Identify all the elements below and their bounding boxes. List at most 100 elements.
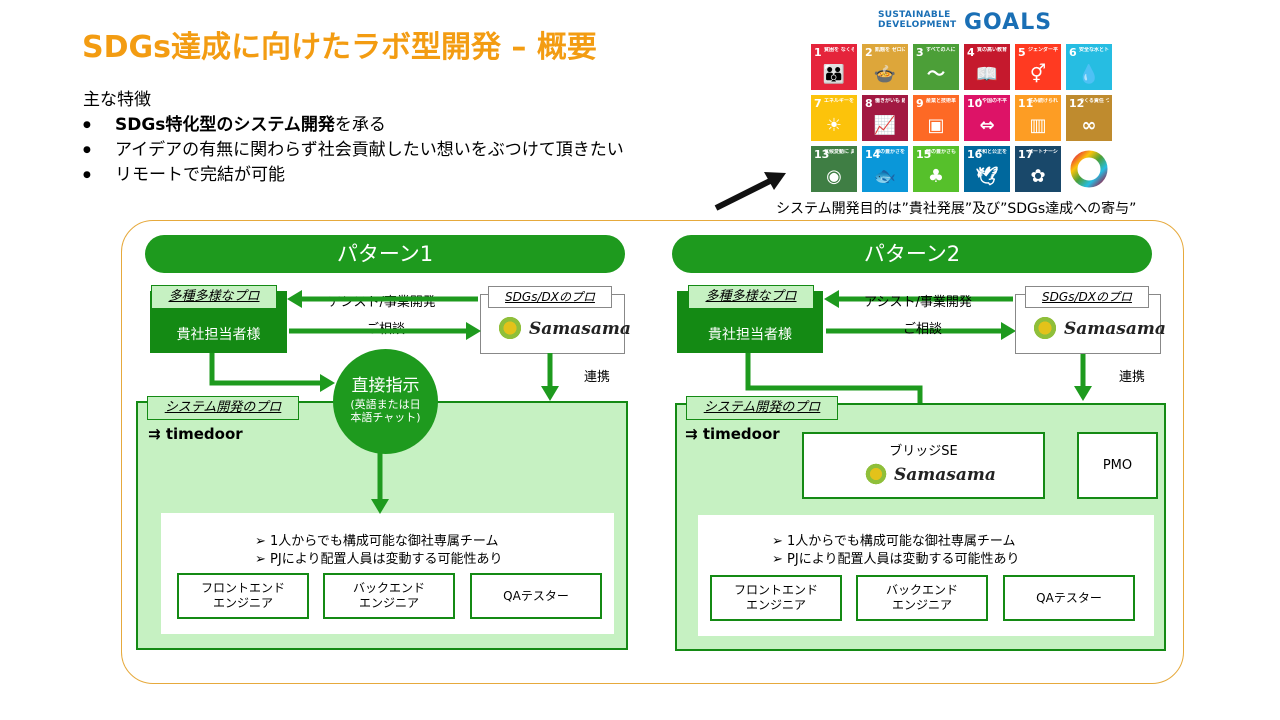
- feature-bold-text: SDGs特化型のシステム開発: [115, 115, 335, 135]
- sdg-tile-5: 5ジェンダー平等を 実現しよう ⚥: [1015, 44, 1061, 90]
- pattern1-pro-tag: SDGs/DXのプロ: [488, 286, 612, 308]
- link-label: 連携: [1119, 370, 1146, 385]
- assist-label: アシスト/事業開発: [328, 295, 436, 310]
- pointer-arrow: [714, 172, 786, 211]
- pattern2-client-tag: 多種多様なプロ: [688, 285, 814, 309]
- sdg-goal-5-icon: ⚥: [1029, 64, 1047, 85]
- timedoor-logo: ⇉ timedoor: [685, 425, 780, 443]
- team-bullet-text: 1人からでも構成可能な御社専属チーム: [270, 534, 499, 549]
- pattern2-team-box: ➢ 1人からでも構成可能な御社専属チーム ➢ PJにより配置人員は変動する可能性…: [698, 515, 1154, 636]
- sdg-tile-text: パートナーシップで 目標を達成しよう: [1028, 149, 1058, 155]
- sdg-tile-text: 働きがいも 経済成長も: [875, 98, 905, 104]
- patterns-frame: [121, 220, 1184, 684]
- sdg-goal-15-icon: ♣: [927, 166, 945, 187]
- sdg-goal-11-icon: ▥: [1029, 115, 1047, 136]
- role-qa: QAテスター: [470, 573, 602, 619]
- sdg-tile-text: 海の豊かさを 守ろう: [875, 149, 905, 155]
- sdg-tile-number: 14: [865, 148, 881, 161]
- sdg-goal-13-icon: ◉: [826, 166, 842, 187]
- sdg-tile-text: つくる責任 つかう責任: [1079, 98, 1109, 104]
- sdgs-caption: システム開発目的は”貴社発展”及び”SDGs達成への寄与”: [776, 201, 1137, 217]
- direct-subtitle: (英語または日本語チャット): [350, 398, 421, 424]
- sdg-goal-14-icon: 🐟: [873, 166, 897, 187]
- sdg-goal-1-icon: 👪: [822, 64, 846, 85]
- pattern1-client-tag: 多種多様なプロ: [151, 285, 277, 309]
- sdg-goal-9-icon: ▣: [927, 115, 945, 136]
- sdg-tile-number: 16: [967, 148, 983, 161]
- sdg-tile-text: エネルギーをみんなに そしてクリーンに: [824, 98, 854, 104]
- samasama-logo-icon: [864, 462, 888, 486]
- team-bullet-text: 1人からでも構成可能な御社専属チーム: [787, 534, 1016, 549]
- sdg-tile-text: 人や国の不平等 をなくそう: [977, 98, 1007, 104]
- sdg-goal-2-icon: 🍲: [873, 64, 897, 85]
- consult-label: ご相談: [903, 322, 943, 337]
- features-list: 主な特徴 SDGs特化型のシステム開発を承る アイデアの有無に関わらず社会貢献し…: [83, 88, 624, 188]
- team-bullet-text: PJにより配置人員は変動する可能性あり: [787, 552, 1020, 567]
- consult-label: ご相談: [366, 322, 406, 337]
- sdg-goal-10-icon: ⇔: [979, 115, 995, 136]
- feature-text: リモートで完結が可能: [115, 165, 285, 185]
- timedoor-wordmark: timedoor: [165, 425, 243, 443]
- sdg-tile-text: 貧困を なくそう: [824, 47, 854, 53]
- role-frontend: フロントエンド エンジニア: [710, 575, 842, 621]
- sdg-tile-9: 9産業と技術革新の 基盤をつくろう▣: [913, 95, 959, 141]
- team-bullet: ➢ 1人からでも構成可能な御社専属チーム: [255, 534, 499, 549]
- sdg-tile-10: 10人や国の不平等 をなくそう ⇔: [964, 95, 1010, 141]
- sdg-goal-17-icon: ✿: [1030, 166, 1046, 187]
- sdgs-logo-line2: DEVELOPMENT: [878, 20, 957, 30]
- feature-text: アイデアの有無に関わらず社会貢献したい想いをぶつけて頂きたい: [115, 140, 624, 160]
- sdg-goal-6-icon: 💧: [1077, 64, 1101, 85]
- sdg-tile-number: 3: [916, 46, 924, 59]
- sdg-tile-number: 6: [1069, 46, 1077, 59]
- feature-item: リモートで完結が可能: [83, 163, 624, 188]
- team-bullet-text: PJにより配置人員は変動する可能性あり: [270, 552, 503, 567]
- sdg-tile-number: 8: [865, 97, 873, 110]
- pmo-box: PMO: [1077, 432, 1158, 499]
- feature-text: を承る: [334, 115, 386, 135]
- team-bullet: ➢ 1人からでも構成可能な御社専属チーム: [772, 534, 1016, 549]
- sdg-tile-number: 9: [916, 97, 924, 110]
- sdg-tile-number: 15: [916, 148, 932, 161]
- assist-label: アシスト/事業開発: [864, 295, 972, 310]
- direct-title: 直接指示: [351, 376, 420, 396]
- sdg-wheel-icon: [1066, 146, 1112, 192]
- team-bullet: ➢ PJにより配置人員は変動する可能性あり: [255, 552, 503, 567]
- sdg-tile-number: 4: [967, 46, 975, 59]
- sdg-tile-number: 12: [1069, 97, 1085, 110]
- role-backend: バックエンド エンジニア: [323, 573, 455, 619]
- sdg-goal-12-icon: ∞: [1081, 115, 1097, 136]
- sdg-tile-number: 5: [1018, 46, 1026, 59]
- role-backend: バックエンド エンジニア: [856, 575, 988, 621]
- role-frontend: フロントエンド エンジニア: [177, 573, 309, 619]
- features-heading: 主な特徴: [83, 90, 151, 110]
- sdg-goal-7-icon: ☀: [825, 115, 843, 136]
- sdg-tile-text: ジェンダー平等を 実現しよう: [1028, 47, 1058, 53]
- bridge-se-box: ブリッジSE Samasama: [802, 432, 1045, 499]
- sdg-tile-text: 平和と公正を すべての人に: [977, 149, 1007, 155]
- role-qa: QAテスター: [1003, 575, 1135, 621]
- sdg-tile-6: 6安全な水とトイレ を世界中に💧: [1066, 44, 1112, 90]
- link-label: 連携: [584, 370, 611, 385]
- samasama-wordmark: Samasama: [529, 319, 631, 339]
- sdgs-logo: SUSTAINABLE DEVELOPMENT GOALS: [878, 10, 1058, 35]
- sdg-tile-number: 1: [814, 46, 822, 59]
- sdg-tile-text: 住み続けられる まちづくりを: [1028, 98, 1058, 104]
- sdg-goal-8-icon: 📈: [873, 115, 897, 136]
- timedoor-icon: ⇉: [685, 425, 698, 443]
- sdg-tile-number: 10: [967, 97, 983, 110]
- sdg-tile-number: 11: [1018, 97, 1034, 110]
- samasama-wordmark: Samasama: [1064, 319, 1166, 339]
- timedoor-wordmark: timedoor: [702, 425, 780, 443]
- page-title: SDGs達成に向けたラボ型開発 – 概要: [82, 30, 597, 65]
- team-bullet: ➢ PJにより配置人員は変動する可能性あり: [772, 552, 1020, 567]
- sdg-tile-text: すべての人に 健康と福祉を: [926, 47, 956, 53]
- timedoor-icon: ⇉: [148, 425, 161, 443]
- pattern2-pro-tag: SDGs/DXのプロ: [1025, 286, 1149, 308]
